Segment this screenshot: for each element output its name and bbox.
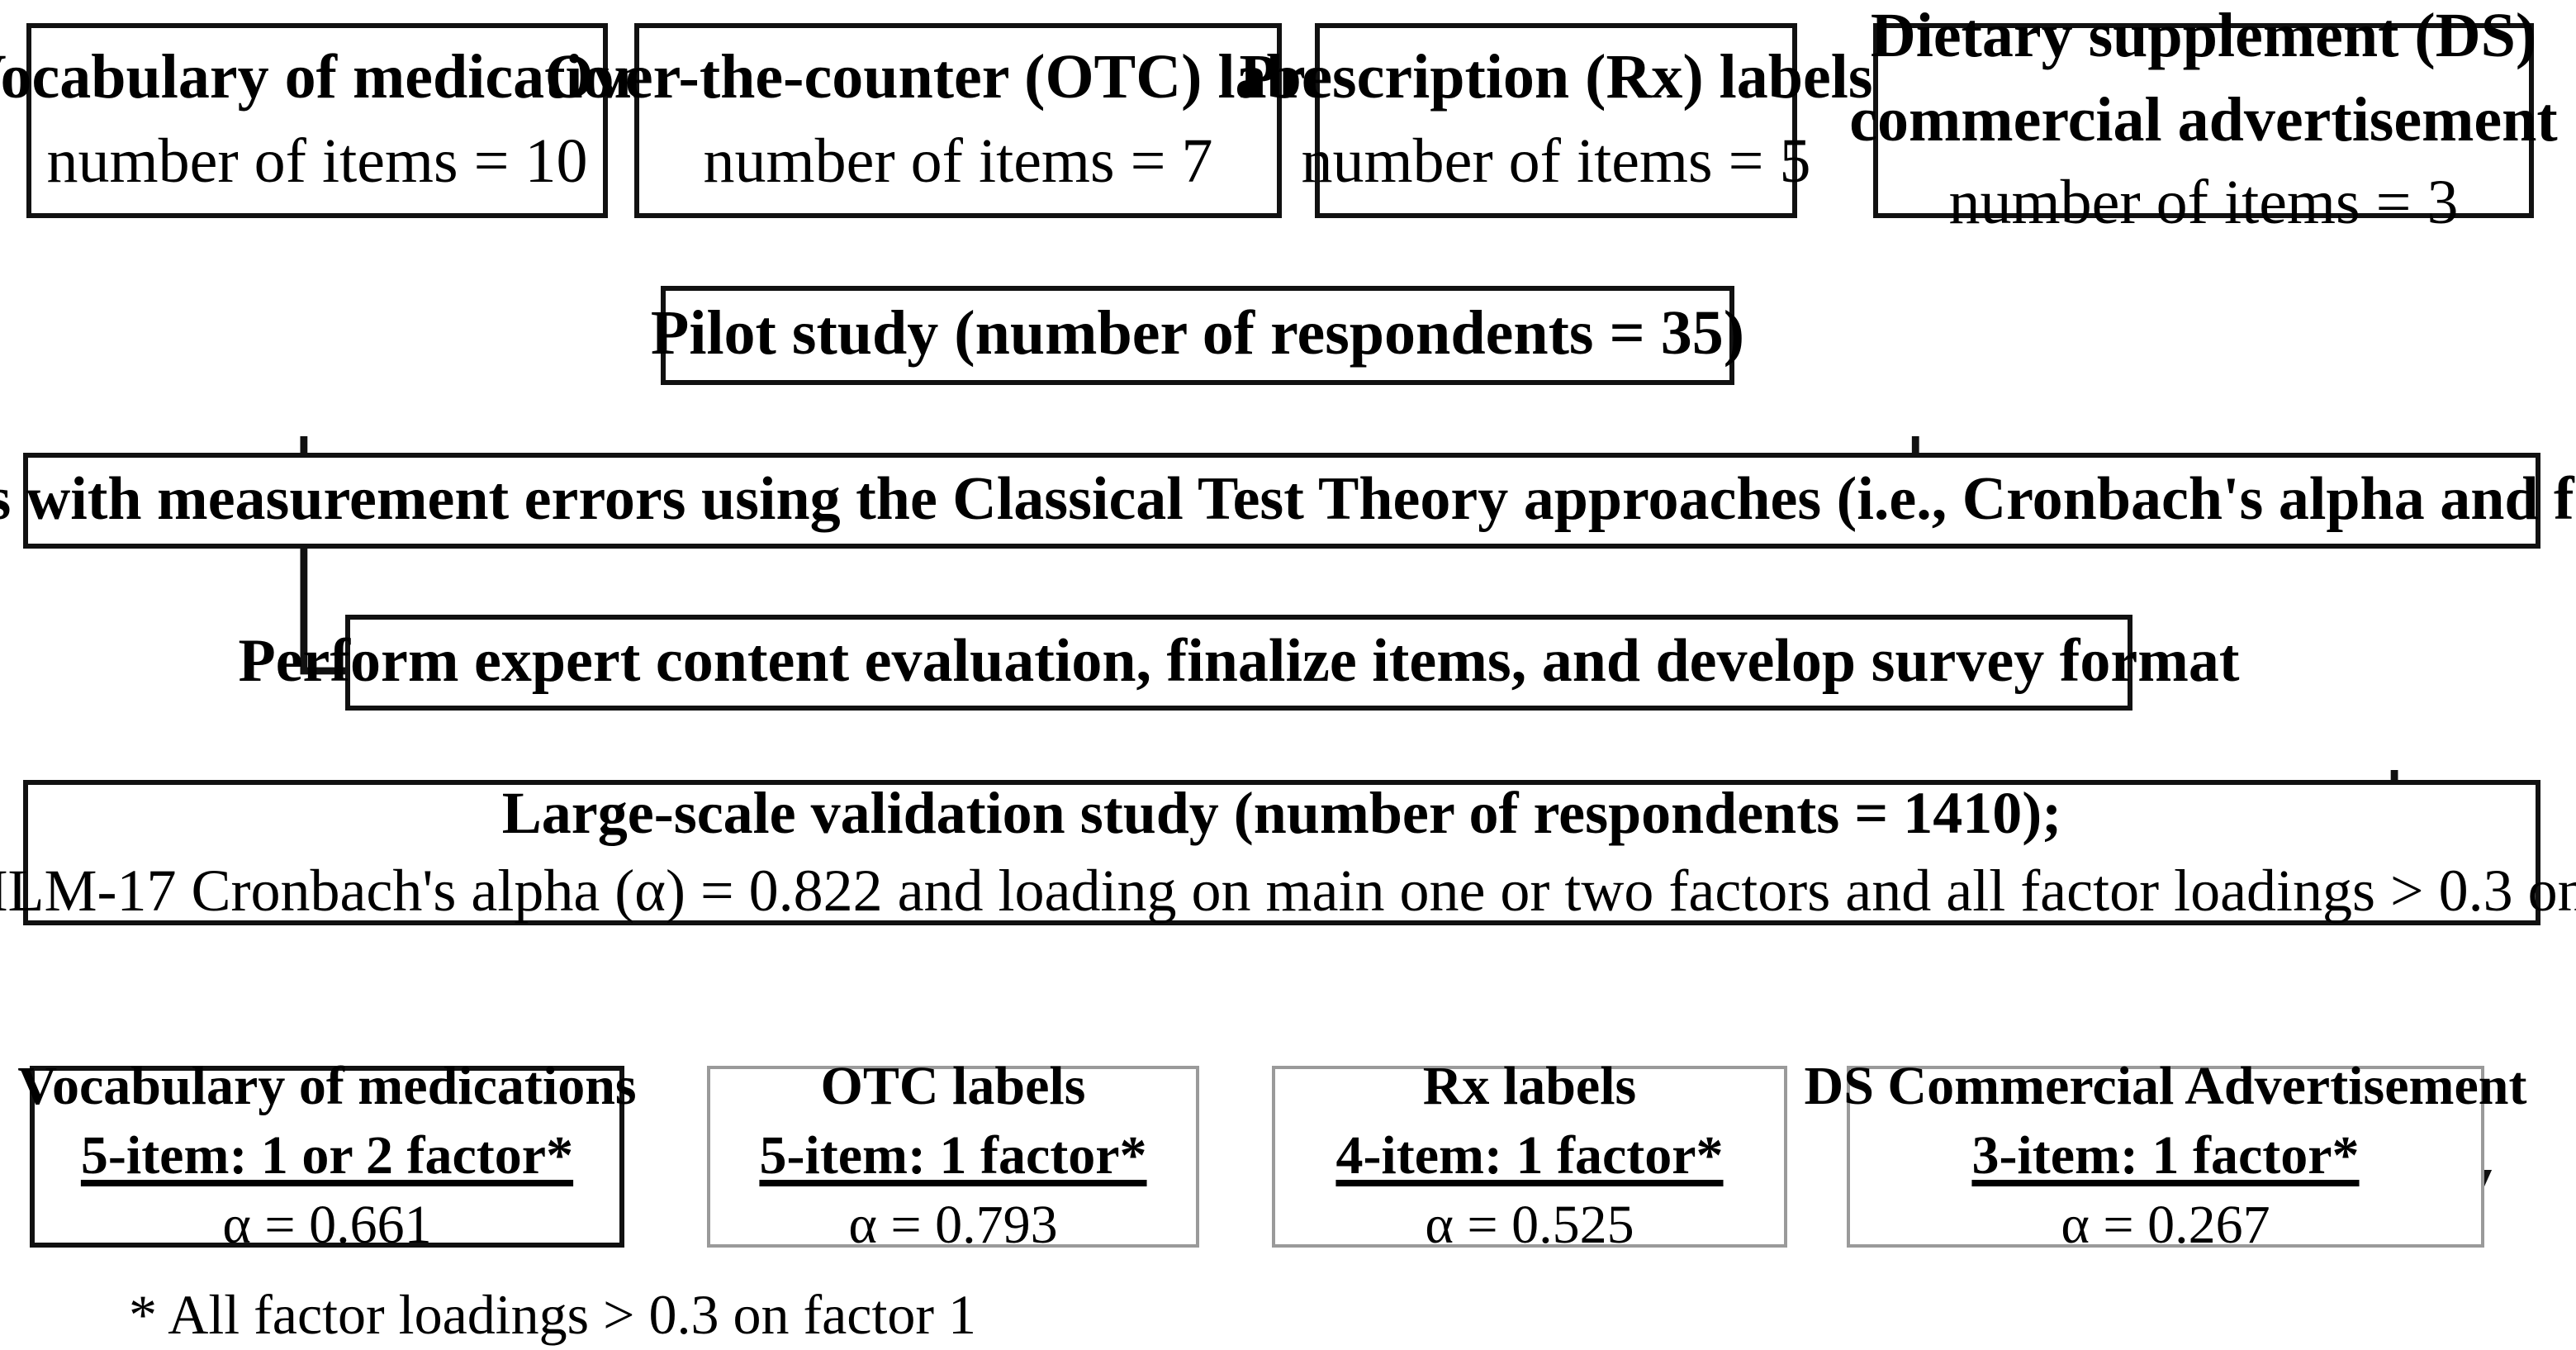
source-title-line1: Dietary supplement (DS) [1870, 1, 2537, 71]
large-scale-headline: Large-scale validation study (number of … [501, 780, 2062, 847]
source-box-dietary-supplement: Dietary supplement (DS) commercial adver… [1849, 2, 2558, 238]
source-box-rx: Prescription (Rx) labels number of items… [1240, 23, 1873, 218]
source-title: Vocabulary of medications [0, 42, 674, 112]
pilot-study-label: Pilot study (number of respondents = 35) [650, 299, 1745, 369]
result-title: DS Commercial Advertisement [1804, 1057, 2527, 1117]
pilot-study-box: Pilot study (number of respondents = 35) [651, 286, 1744, 385]
source-title: Over-the-counter (OTC) labels [544, 42, 1372, 112]
result-spec: 3-item: 1 factor* [1971, 1126, 2360, 1186]
result-spec: 5-item: 1 factor* [759, 1126, 1147, 1186]
result-spec: 4-item: 1 factor* [1335, 1126, 1724, 1186]
result-alpha: α = 0.793 [848, 1196, 1058, 1257]
result-box-vocabulary: Vocabulary of medications 5-item: 1 or 2… [17, 1057, 636, 1256]
result-box-ds-commercial-advertisement: DS Commercial Advertisement 3-item: 1 fa… [1805, 1057, 2527, 1256]
large-scale-validation-box: Large-scale validation study (number of … [0, 780, 2576, 925]
source-count: number of items = 7 [703, 127, 1213, 197]
source-box-otc: Over-the-counter (OTC) labels number of … [545, 23, 1371, 218]
removed-items-box: Removed items with measurement errors us… [0, 453, 2576, 549]
large-scale-detail: The ChMLM-17 Cronbach's alpha (α) = 0.82… [0, 858, 2576, 924]
result-alpha: α = 0.525 [1425, 1196, 1634, 1257]
result-title: Vocabulary of medications [17, 1057, 637, 1117]
source-count: number of items = 10 [46, 127, 588, 197]
result-alpha: α = 0.661 [222, 1196, 432, 1257]
expert-evaluation-label: Perform expert content evaluation, final… [238, 627, 2240, 696]
source-title-line2: commercial advertisement [1849, 86, 2558, 156]
result-alpha: α = 0.267 [2061, 1196, 2270, 1257]
source-count: number of items = 3 [1948, 168, 2459, 238]
result-title: OTC labels [820, 1057, 1086, 1117]
footnote: * All factor loadings > 0.3 on factor 1 [129, 1286, 977, 1347]
expert-evaluation-box: Perform expert content evaluation, final… [239, 615, 2240, 711]
source-box-vocabulary: Vocabulary of medications number of item… [0, 23, 673, 218]
source-title: Prescription (Rx) labels [1239, 42, 1873, 112]
result-box-otc: OTC labels 5-item: 1 factor* α = 0.793 [707, 1057, 1199, 1256]
source-count: number of items = 5 [1301, 127, 1811, 197]
result-title: Rx labels [1422, 1057, 1637, 1117]
removed-items-label: Removed items with measurement errors us… [0, 465, 2576, 534]
result-spec: 5-item: 1 or 2 factor* [80, 1126, 574, 1186]
result-box-rx: Rx labels 4-item: 1 factor* α = 0.525 [1272, 1057, 1787, 1256]
